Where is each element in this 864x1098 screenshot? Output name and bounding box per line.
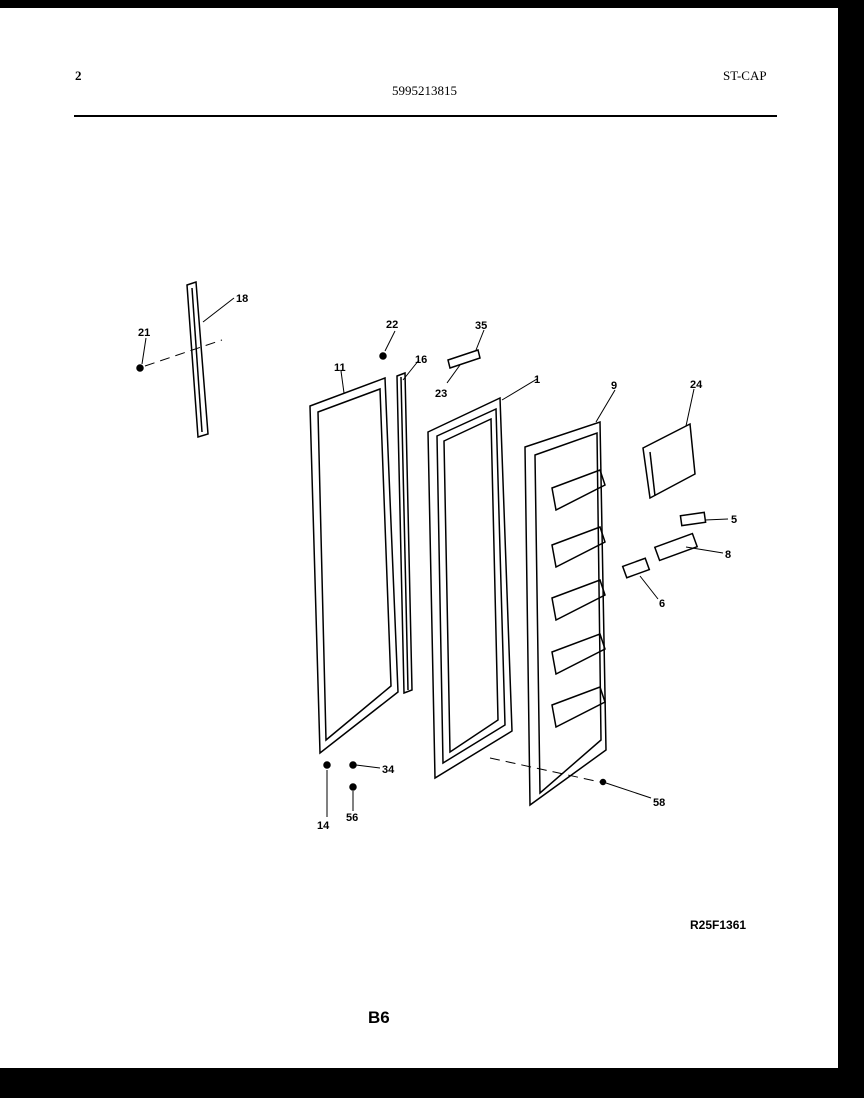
door-liner-part xyxy=(309,376,399,755)
callout-9: 9 xyxy=(611,380,617,392)
gasket-strip-part xyxy=(396,371,413,695)
parts-sheet xyxy=(0,8,838,1068)
callout-35: 35 xyxy=(475,320,487,332)
callout-22: 22 xyxy=(386,319,398,331)
page-label: B6 xyxy=(368,1008,390,1027)
callout-16: 16 xyxy=(415,354,427,366)
handle-part xyxy=(653,532,699,562)
pin-part xyxy=(349,761,357,769)
page-number: 2 xyxy=(75,68,82,83)
hinge-part xyxy=(621,557,651,579)
plug-part xyxy=(379,352,387,360)
callout-23: 23 xyxy=(435,388,447,400)
callout-14: 14 xyxy=(317,820,330,832)
callout-11: 11 xyxy=(334,362,346,374)
callout-56: 56 xyxy=(346,812,358,824)
callout-8: 8 xyxy=(725,549,731,561)
bracket-part xyxy=(679,511,707,527)
header-rule xyxy=(74,115,777,117)
callout-1: 1 xyxy=(534,374,540,386)
washer-part xyxy=(349,783,357,791)
top-hinge-part xyxy=(447,349,481,369)
callout-24: 24 xyxy=(690,379,703,391)
callout-58: 58 xyxy=(653,797,665,809)
handle-trim-part xyxy=(186,280,209,438)
callout-18: 18 xyxy=(236,293,248,305)
model-number: 5995213815 xyxy=(392,83,457,98)
callout-34: 34 xyxy=(382,764,395,776)
callout-21: 21 xyxy=(138,327,150,339)
section-code: ST-CAP xyxy=(723,68,767,83)
screw-part-58 xyxy=(599,778,607,786)
inner-door-part xyxy=(524,420,607,807)
callout-6: 6 xyxy=(659,598,665,610)
diagram-reference: R25F1361 xyxy=(690,918,747,932)
bushing-part xyxy=(323,761,331,769)
callout-5: 5 xyxy=(731,514,737,526)
door-bin-part xyxy=(642,422,696,500)
door-panel-part xyxy=(427,396,513,780)
screw-part xyxy=(136,364,144,372)
